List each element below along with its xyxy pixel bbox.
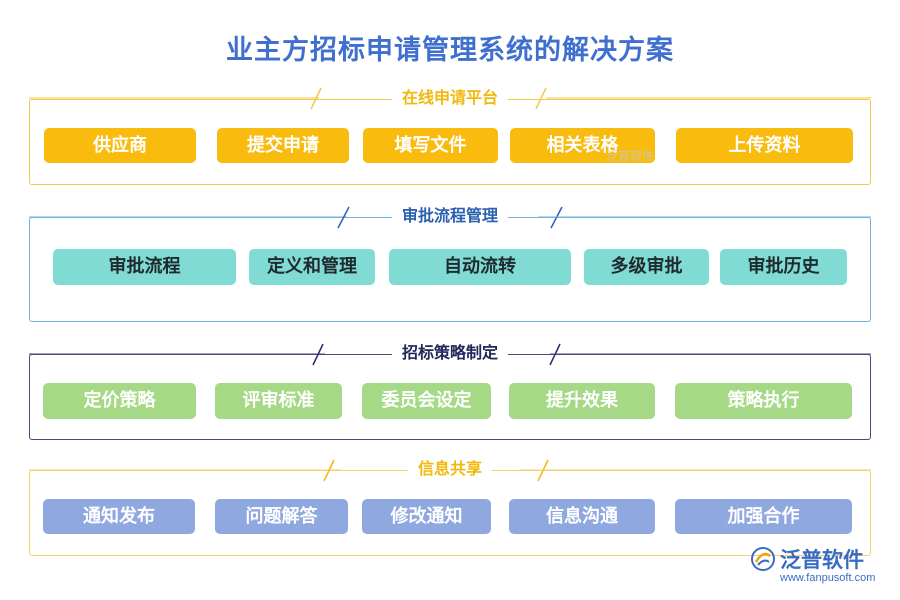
item-committee-setup: 委员会设定 [362,383,491,419]
item-define-manage: 定义和管理 [249,249,375,285]
header-decoration-line [29,87,871,110]
item-submit-application: 提交申请 [217,128,349,163]
item-evaluation-criteria: 评审标准 [215,383,342,419]
watermark-text: 泛普软件 [606,149,655,163]
item-improve-effect: 提升效果 [509,383,655,419]
item-fill-documents: 填写文件 [363,128,498,163]
brand-logo-icon [751,547,775,571]
item-approval-flow: 审批流程 [53,249,236,285]
brand-url: www.fanpusoft.com [780,572,876,584]
item-multilevel-approval: 多级审批 [584,249,709,285]
item-pricing-strategy: 定价策略 [43,383,196,419]
brand-logo: 泛普软件 www.fanpusoft.com [750,544,890,590]
item-strategy-execution: 策略执行 [675,383,852,419]
header-decoration-line [29,459,871,482]
item-change-notice: 修改通知 [362,499,491,534]
item-auto-routing: 自动流转 [389,249,571,285]
item-approval-history: 审批历史 [720,249,847,285]
section-heading: 信息共享 [0,455,900,479]
page-title: 业主方招标申请管理系统的解决方案 [226,35,674,66]
header-decoration-line [29,343,871,366]
section-heading: 在线申请平台 [0,84,900,108]
item-strengthen-cooperation: 加强合作 [675,499,852,534]
item-upload-materials: 上传资料 [676,128,853,163]
brand-name: 泛普软件 [780,548,864,572]
item-info-communication: 信息沟通 [509,499,655,534]
item-supplier: 供应商 [44,128,196,163]
item-qa: 问题解答 [215,499,348,534]
section-heading: 招标策略制定 [0,339,900,363]
item-related-forms: 相关表格 [510,128,655,163]
section-heading: 审批流程管理 [0,202,900,226]
item-notice-publish: 通知发布 [43,499,195,534]
header-decoration-line [29,206,871,229]
